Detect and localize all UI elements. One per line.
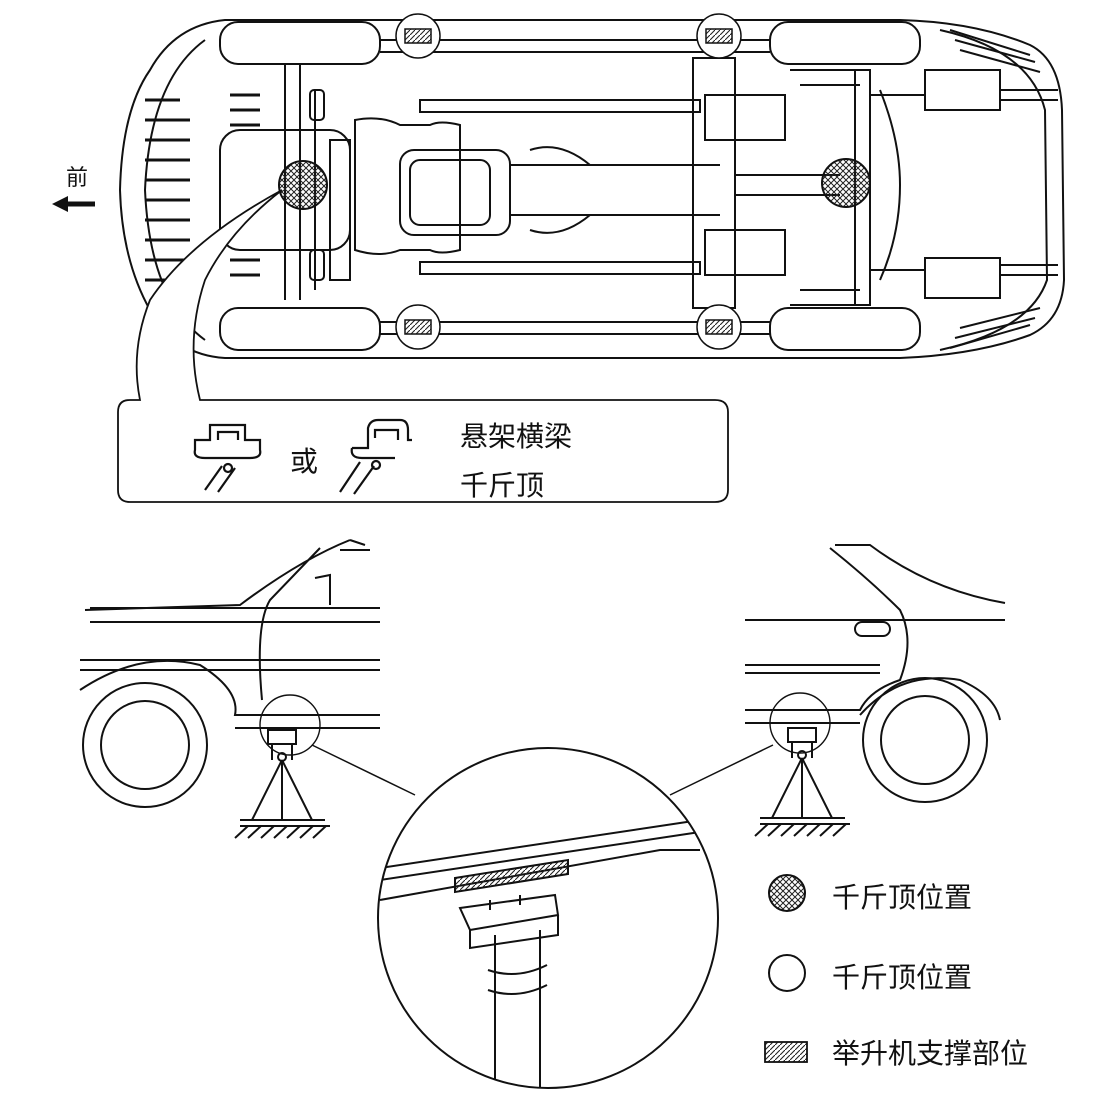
legend-lift-hatched-icon xyxy=(764,1041,808,1063)
crossmember-icon xyxy=(193,423,262,493)
car-underbody-top-view xyxy=(118,19,1066,359)
car-rear-side-view xyxy=(745,544,1006,837)
suspension-crossmember-label: 悬架横梁 xyxy=(460,420,573,453)
front-direction-label: 前 xyxy=(66,166,89,191)
legend-jack-hatched-icon xyxy=(768,874,806,912)
magnified-jack-detail xyxy=(379,819,701,1088)
magnified-detail-circle xyxy=(377,747,719,1089)
legend-jack-open-icon xyxy=(768,954,806,992)
or-label: 或 xyxy=(290,445,319,478)
legend-lift-support-label: 举升机支撑部位 xyxy=(832,1037,1029,1070)
magnifier-leader-lines xyxy=(311,744,774,796)
rear-jack-point xyxy=(821,158,871,208)
front-arrowhead-icon xyxy=(52,196,68,212)
front-jack-point xyxy=(278,160,328,210)
lift-support-points xyxy=(395,13,742,350)
callout-balloon xyxy=(117,189,729,503)
jack-label: 千斤顶 xyxy=(460,469,545,502)
crossmember-alt-icon xyxy=(339,418,412,495)
car-front-side-view xyxy=(79,539,380,839)
legend-jack-position-label-2: 千斤顶位置 xyxy=(832,961,973,994)
legend-jack-position-label-1: 千斤顶位置 xyxy=(832,881,973,914)
